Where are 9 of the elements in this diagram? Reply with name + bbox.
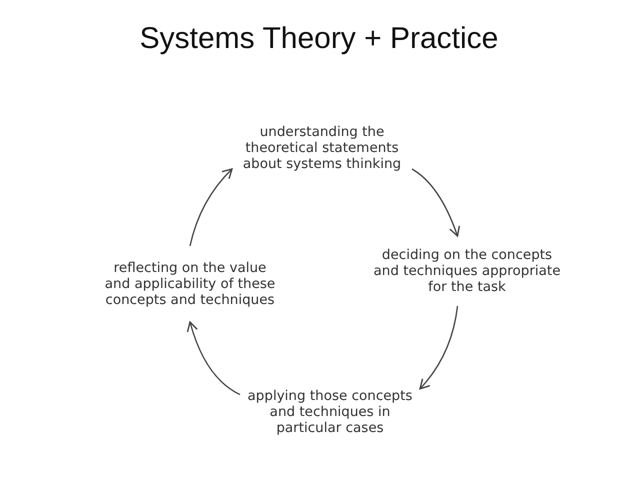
arrow — [412, 168, 460, 237]
cycle-step: understanding the theoretical statements about systems thinking — [232, 118, 412, 178]
cycle-step: deciding on the concepts and techniques appropriate for the task — [372, 236, 562, 306]
arrow — [187, 321, 240, 396]
title: Systems Theory + Practice — [138, 22, 500, 56]
cycle-step: reflecting on the value and applicability of these concepts and techniques — [102, 246, 278, 322]
cycle-step: applying those concepts and techniques in particular cases — [240, 383, 420, 441]
arrow — [419, 306, 458, 390]
arrow — [189, 168, 233, 246]
